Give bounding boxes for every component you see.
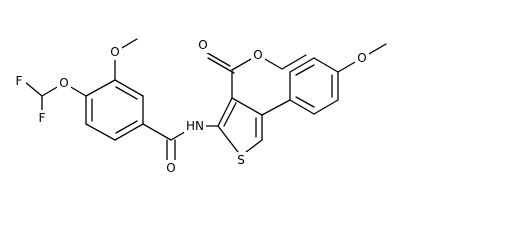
atom-f-upper: F (12, 73, 26, 89)
atom-o-difluoromethoxy-label: O (59, 76, 68, 90)
atom-o-methoxy-benzoyl: O (108, 44, 122, 60)
atom-s-thiophene-label: S (237, 153, 245, 167)
bond-ring1-c (114, 123, 144, 141)
molecule-structure-drawing: F F O O O HN O O (12, 37, 387, 176)
atom-o-ester-carbonyl: O (196, 37, 210, 53)
atom-o-methoxy-benzoyl-label: O (110, 45, 119, 59)
bond-ring2-c (313, 57, 339, 73)
bond-ring1-f (85, 79, 116, 97)
bond-ring2-f (289, 99, 315, 115)
bond-ring2-b-inner (295, 64, 315, 76)
bond-ring1-carbonyl-c (142, 123, 172, 141)
bond-ester-co-b (207, 57, 235, 74)
bond-f-upper-cf (24, 81, 43, 97)
atom-nh-amide-label: HN (186, 119, 204, 133)
bond-th-c2-c3-inner (223, 102, 237, 127)
atom-o-methoxy-phenyl: O (355, 50, 369, 66)
bond-th-s-c2 (217, 125, 242, 157)
bond-th-c3-c4 (231, 97, 263, 116)
bond-th-c2-c3 (217, 97, 233, 127)
bond-ring1-e-inner (115, 86, 138, 100)
atom-f-lower-label: F (39, 111, 46, 125)
bond-ring1-c-inner (115, 120, 138, 134)
bond-ring2-b (289, 57, 315, 73)
molecule-structure-canvas: F F O O O HN O O (12, 37, 387, 176)
atom-o-ester-carbonyl-label: O (198, 38, 207, 52)
atom-s-thiophene: S (234, 152, 248, 168)
bond-ring2-f-inner (295, 96, 315, 108)
atom-o-amide-label: O (166, 161, 175, 175)
atom-o-amide: O (164, 160, 178, 176)
atom-f-lower: F (35, 110, 49, 126)
bond-ch2-ch3 (281, 54, 307, 70)
bond-ring1-b (85, 123, 116, 141)
atom-o-difluoromethoxy: O (57, 75, 71, 91)
atom-labels: F F O O O HN O O (12, 37, 369, 176)
bond-ester-co-a (203, 50, 231, 67)
atom-o-ester-alkoxy-label: O (253, 48, 262, 62)
bonds (24, 38, 387, 165)
atom-o-ester-alkoxy: O (251, 47, 265, 63)
atom-f-upper-label: F (16, 74, 23, 88)
atom-nh-amide: HN (184, 118, 206, 134)
atom-o-methoxy-phenyl-label: O (357, 51, 366, 65)
bond-ring2-e (313, 99, 339, 115)
bond-c4-ring2 (261, 99, 291, 116)
bond-ring1-e (114, 79, 144, 97)
